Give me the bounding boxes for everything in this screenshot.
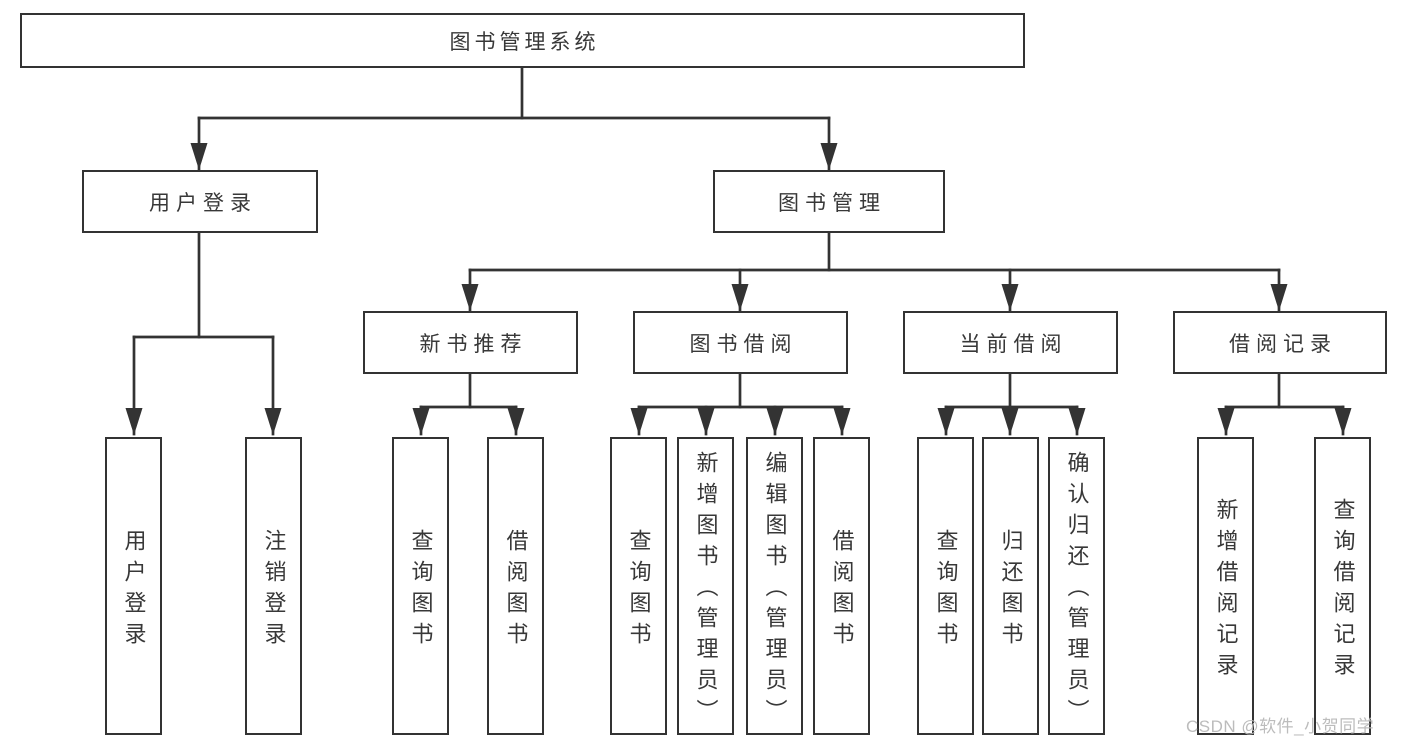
leaf-query-borrow-record-label: 查询借阅记录 [1330,497,1356,684]
leaf-return-books-label: 归还图书 [998,528,1024,653]
leaf-logout-login: 注销登录 [245,437,302,735]
node-current-borrowing-label: 当前借阅 [959,332,1068,356]
node-new-book-recommend-label: 新书推荐 [419,332,528,356]
leaf-add-books-admin-label: 新增图书（管理员） [693,451,719,730]
leaf-return-books: 归还图书 [982,437,1039,735]
leaf-edit-books-admin: 编辑图书（管理员） [746,437,803,735]
node-borrowing-records-label: 借阅记录 [1229,332,1337,356]
leaf-user-login-label: 用户登录 [121,528,147,653]
node-book-borrowing-label: 图书借阅 [689,332,798,356]
leaf-query-borrow-record: 查询借阅记录 [1314,437,1371,735]
leaf-query-books-newbook-label: 查询图书 [408,528,434,653]
node-borrowing-records: 借阅记录 [1173,311,1387,374]
node-book-borrowing: 图书借阅 [633,311,848,374]
node-library-system: 图书管理系统 [20,13,1025,68]
leaf-query-books-newbook: 查询图书 [392,437,449,735]
leaf-edit-books-admin-label: 编辑图书（管理员） [762,451,788,730]
node-new-book-recommend: 新书推荐 [363,311,578,374]
leaf-borrow-books-newbook-label: 借阅图书 [503,528,529,653]
leaf-logout-login-label: 注销登录 [261,528,287,653]
node-user-login: 用户登录 [82,170,318,233]
node-library-system-label: 图书管理系统 [449,30,600,54]
node-current-borrowing: 当前借阅 [903,311,1118,374]
leaf-borrow-books-borrowing-label: 借阅图书 [829,528,855,653]
leaf-user-login: 用户登录 [105,437,162,735]
node-book-management: 图书管理 [713,170,945,233]
leaf-add-books-admin: 新增图书（管理员） [677,437,734,735]
node-user-login-label: 用户登录 [149,191,257,215]
leaf-query-books-current-label: 查询图书 [933,528,959,653]
node-book-management-label: 图书管理 [778,191,886,215]
leaf-confirm-return-admin: 确认归还（管理员） [1048,437,1105,735]
leaf-borrow-books-borrowing: 借阅图书 [813,437,870,735]
leaf-query-books-borrowing: 查询图书 [610,437,667,735]
leaf-borrow-books-newbook: 借阅图书 [487,437,544,735]
leaf-add-borrow-record-label: 新增借阅记录 [1213,497,1239,684]
leaf-query-books-current: 查询图书 [917,437,974,735]
leaf-add-borrow-record: 新增借阅记录 [1197,437,1254,735]
leaf-query-books-borrowing-label: 查询图书 [626,528,652,653]
csdn-watermark: CSDN @软件_小贺同学 [1186,717,1375,736]
leaf-confirm-return-admin-label: 确认归还（管理员） [1064,451,1090,730]
